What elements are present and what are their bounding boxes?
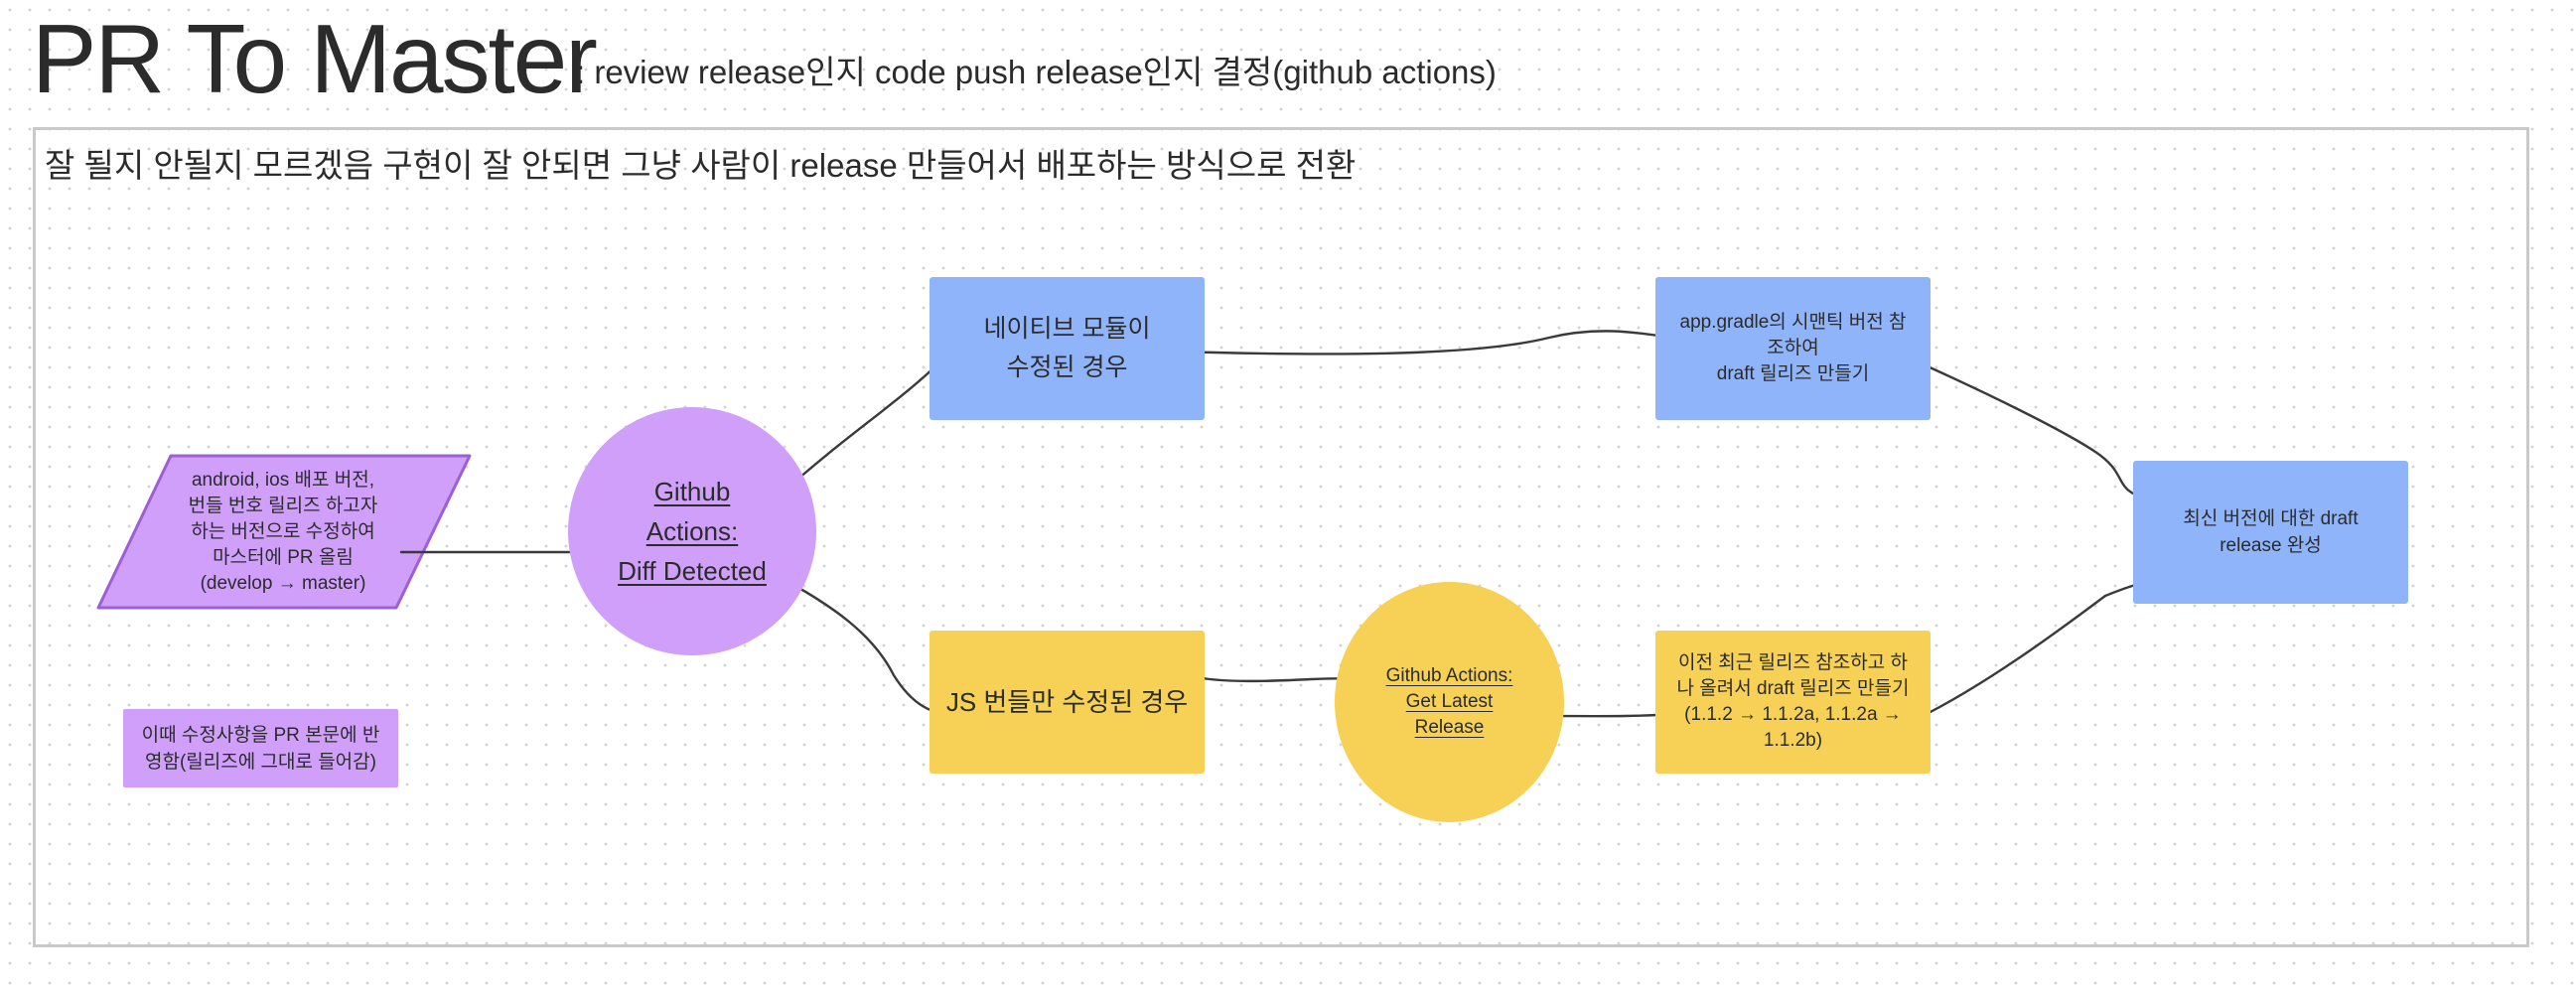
increment-draft-box[interactable]: 이전 최근 릴리즈 참조하고 하 나 올려서 draft 릴리즈 만들기 (1.… [1655,631,1931,774]
draft-complete-box[interactable]: 최신 버전에 대한 draft release 완성 [2133,461,2408,604]
page-title: PR To Master [32,4,598,113]
gradle-draft-text: app.gradle의 시맨틱 버전 참 조하여 draft 릴리즈 만들기 [1679,312,1907,384]
pr-input-label: android, ios 배포 버전, 번들 번호 릴리즈 하고자 하는 버전으… [159,456,407,608]
js-modified-box[interactable]: JS 번들만 수정된 경우 [930,631,1205,774]
native-modified-text: 네이티브 모듈이 수정된 경우 [983,315,1151,381]
increment-draft-text: 이전 최근 릴리즈 참조하고 하 나 올려서 draft 릴리즈 만들기 (1.… [1676,652,1910,751]
get-latest-release-text: Github Actions: Get Latest Release [1385,665,1513,738]
get-latest-release-circle[interactable]: Github Actions: Get Latest Release [1335,582,1564,822]
page-subtitle: : review release인지 code push release인지 결… [576,54,1497,90]
connector-increment-to-complete [1915,581,2157,721]
pr-input-text: android, ios 배포 버전, 번들 번호 릴리즈 하고자 하는 버전으… [188,469,378,594]
connector-native-to-gradle [1175,330,1674,355]
diagram-frame[interactable] [33,127,2529,947]
pr-input-shape[interactable] [96,454,472,610]
diff-detected-text: Github Actions: Diff Detected [618,477,767,586]
pr-note-text: 이때 수정사항을 PR 본문에 반 영함(릴리즈에 그대로 들어감) [141,724,380,773]
diff-detected-circle[interactable]: Github Actions: Diff Detected [568,407,816,655]
connector-diff-to-native [780,361,940,496]
pr-note[interactable]: 이때 수정사항을 PR 본문에 반 영함(릴리즈에 그대로 들어감) [123,709,398,787]
gradle-draft-box[interactable]: app.gradle의 시맨틱 버전 참 조하여 draft 릴리즈 만들기 [1655,277,1931,420]
connector-gradle-to-complete [1915,359,2137,497]
js-modified-text: JS 번들만 수정된 경우 [945,686,1189,717]
native-modified-box[interactable]: 네이티브 모듈이 수정된 경우 [930,277,1205,420]
frame-note: 잘 될지 안될지 모르겠음 구현이 잘 안되면 그냥 사람이 release 만… [45,147,1357,184]
connector-diff-to-js [772,572,947,715]
draft-complete-text: 최신 버전에 대한 draft release 완성 [2183,508,2359,556]
